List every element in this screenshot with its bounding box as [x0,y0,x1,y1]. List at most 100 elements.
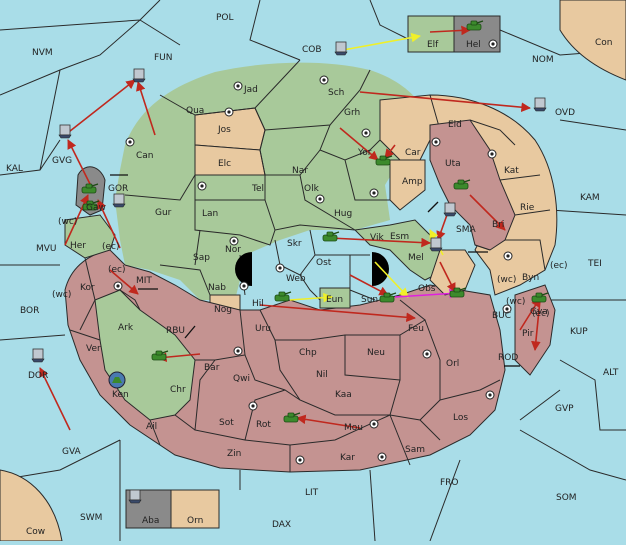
label-nor: Nor [225,245,241,255]
label-lit: LIT [305,488,319,498]
label-byn: Byn [522,273,539,283]
label-gur: Gur [155,208,172,218]
label-chp: Chp [299,348,317,358]
label-neu: Neu [367,348,385,358]
label-gvp: GVP [555,404,574,414]
region-orn [170,489,220,529]
label-ovd: OVD [555,108,575,118]
label-tei: TEI [587,259,602,269]
label-jos: Jos [217,125,231,135]
label-bar: Bar [204,363,220,373]
label-ost: Ost [316,258,332,268]
label-jad: Jad [243,85,258,95]
label-pir: Pir [522,329,534,339]
label-eld: Eld [448,120,462,130]
label-web: Web [286,274,306,284]
label-fun: FUN [154,53,173,63]
label-orn: Orn [187,516,203,526]
coast-byn-ec: (ec) [550,261,568,271]
label-kam: KAM [580,193,600,203]
label-mvu: MVU [36,244,57,254]
coast-gva-wc: (wc) [506,297,525,307]
region-amp [389,159,426,211]
coast-kor-ec: (ec) [108,265,126,275]
coast-gva-ec: (ec) [532,309,550,319]
label-rie: Rie [520,203,535,213]
label-lan: Lan [202,209,218,219]
label-olk: Olk [304,184,320,194]
label-gva-land: Gva [530,307,548,317]
label-uta: Uta [445,159,461,169]
region-pir-gva [514,284,556,376]
label-qwi: Qwi [233,374,250,384]
label-rot: Rot [256,420,271,430]
label-mou: Mou [344,423,363,433]
label-her: Her [70,241,86,251]
sea-labels: POL COB NVM FUN NOM Con OVD KAL GVG GOR … [6,13,619,537]
land-labels: Jad Sch Qua Jos Grh Eld Can Elc Yor Car … [70,85,548,463]
label-ver: Ver [86,344,101,354]
north-landmass [115,62,430,300]
label-obs: Obs [418,284,436,294]
coast-her-ec: (ec) [102,242,120,252]
label-skr: Skr [287,239,302,249]
label-alt: ALT [603,368,619,378]
label-mel: Mel [408,253,424,263]
label-kar: Kar [340,453,355,463]
label-amp: Amp [402,177,423,187]
label-hug: Hug [334,209,352,219]
label-tel: Tel [251,184,264,194]
label-vik: Vik [370,233,384,243]
label-ken: Ken [112,390,129,400]
label-hil: Hil [252,299,264,309]
label-ail: Ail [146,422,157,432]
label-los: Los [453,413,468,423]
label-orl: Orl [446,359,459,369]
label-bor: BOR [20,306,39,316]
coast-byn-wc: (wc) [497,275,516,285]
label-qua: Qua [186,106,204,116]
label-sot: Sot [219,418,234,428]
coast-kor-wc: (wc) [52,290,71,300]
label-som: SOM [556,493,577,503]
label-nvm: NVM [32,48,53,58]
label-sun: Sun [361,295,378,305]
label-sma: SMA [456,225,476,235]
coast-her-wc: (wc) [58,217,77,227]
label-elf: Elf [427,40,439,50]
label-cob: COB [302,45,322,55]
label-hel: Hel [466,40,481,50]
label-nar: Nar [292,166,308,176]
label-fro: FRO [440,478,459,488]
label-car: Car [405,148,421,158]
label-mit: MIT [136,276,152,286]
label-elc: Elc [218,159,231,169]
label-nil: Nil [316,370,328,380]
label-chr: Chr [170,385,186,395]
label-uru: Uru [255,324,271,334]
label-kal: KAL [6,164,23,174]
label-con: Con [595,38,613,48]
label-esm: Esm [390,232,409,242]
label-nab: Nab [208,283,226,293]
label-zin: Zin [227,449,241,459]
coast-labels: (wc) (ec) (ec) (wc) (wc) (ec) (wc) (ec) [52,217,568,319]
label-kaa: Kaa [335,390,352,400]
region-obs [429,249,476,296]
label-kat: Kat [504,166,519,176]
label-kor: Kor [80,283,95,293]
label-gaw: Gaw [86,203,106,213]
ken-unit-army-icon [112,377,122,383]
label-grh: Grh [344,108,360,118]
label-aba: Aba [142,516,159,526]
label-bri: Bri [492,220,504,230]
label-swm: SWM [80,513,102,523]
label-pol: POL [216,13,234,23]
label-buc: BUC [492,311,511,321]
canal-markers [235,252,389,286]
label-rod: ROD [498,353,518,363]
label-gva: GVA [62,447,82,457]
label-can: Can [136,151,154,161]
